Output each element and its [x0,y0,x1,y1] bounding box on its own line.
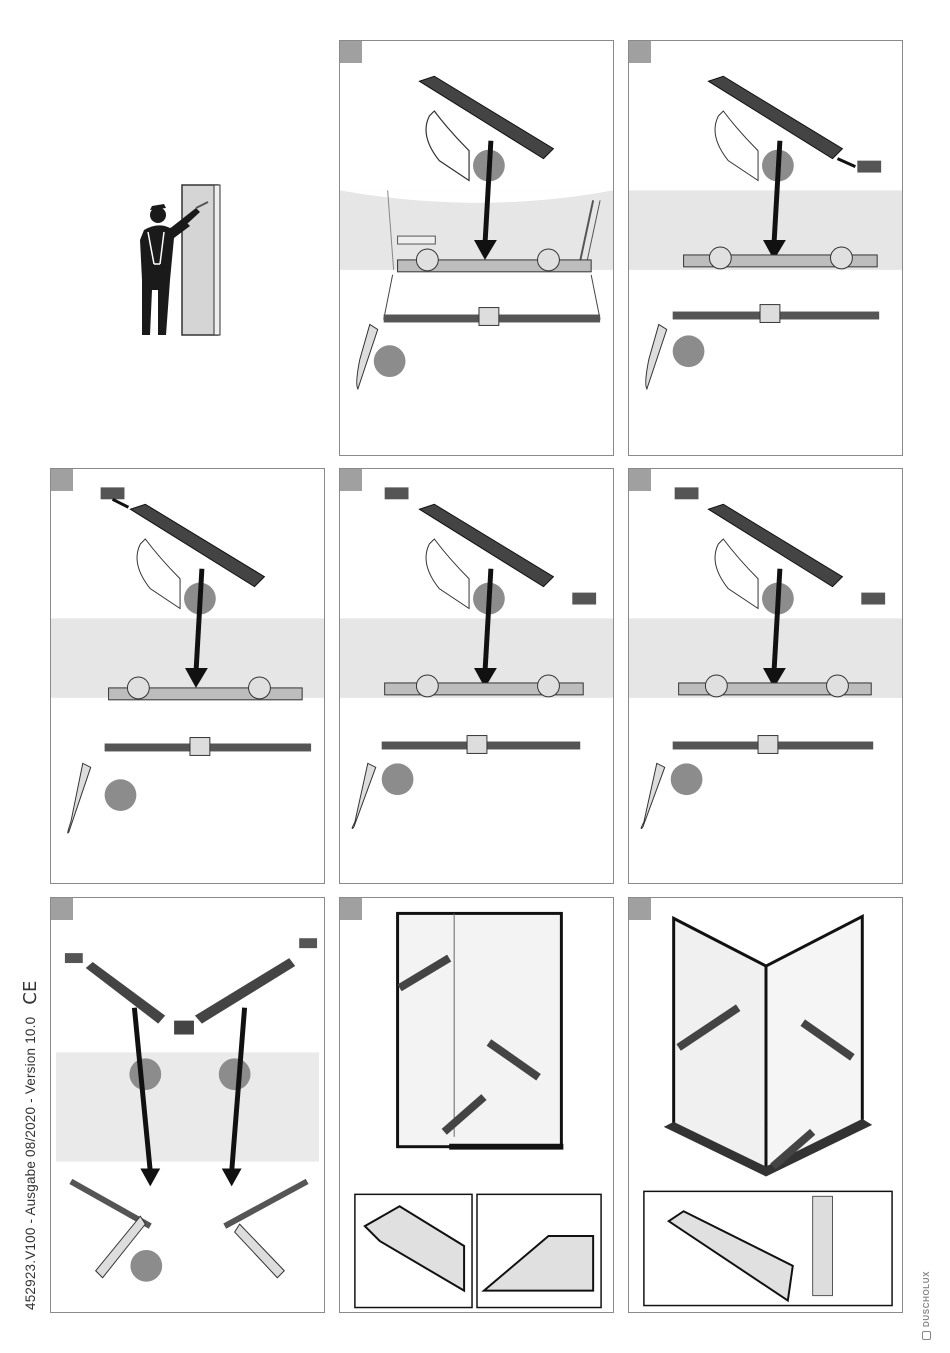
step-panel-d [339,468,614,884]
clamp-icon [709,247,731,269]
step-illustration [629,469,902,883]
step-panel-b [628,40,903,456]
step-illustration [51,469,324,883]
step-number-circle [374,345,406,377]
document-footer: 452923.V100 - Ausgabe 08/2020 - Version … [20,980,41,1310]
step-panel-g [339,897,614,1313]
clamp-icon [831,247,853,269]
step-illustration [629,898,902,1312]
brand-logo: DUSCHOLUX [922,1271,931,1340]
clamp-icon [538,249,560,271]
clamp-icon [416,249,438,271]
step-panel-a [339,40,614,456]
hand-push-icon [426,111,469,180]
duscholux-logo-icon [922,1331,931,1340]
corner-connector-icon [174,1021,194,1035]
brand-name: DUSCHOLUX [922,1271,931,1327]
step-illustration [629,41,902,455]
step-illustration [340,469,613,883]
step-illustration [340,898,613,1312]
step-illustration [51,898,324,1312]
document-code: 452923.V100 - Ausgabe 08/2020 - Version … [23,1017,38,1310]
end-cap-icon [101,487,125,499]
step-panel-e [628,468,903,884]
step-panel-h [628,897,903,1313]
end-cap-icon [857,161,881,173]
ce-mark: CE [20,980,41,1004]
step-illustration [340,41,613,455]
step-panel-c [50,468,325,884]
step-panel-f [50,897,325,1313]
gasket-icon [646,324,667,389]
worker-figure [130,180,230,340]
rubber-bumper-icon [479,308,499,326]
